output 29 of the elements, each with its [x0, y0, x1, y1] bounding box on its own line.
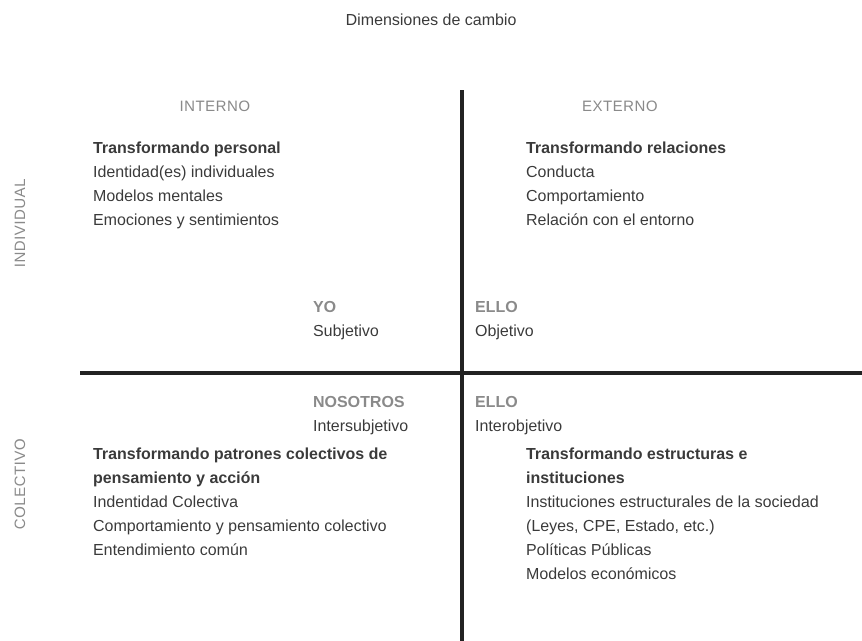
axis-label: EXTERNO — [582, 98, 658, 115]
list-item: Identidad(es) individuales — [93, 163, 274, 183]
quadrant-heading: Transformando relaciones — [526, 139, 726, 159]
quadrant-heading: Transformando patrones colectivos de pensamiento y acción — [93, 445, 388, 489]
list-item: Emociones y sentimientos — [93, 211, 279, 231]
quadrant-heading: Transformando personal — [93, 139, 281, 159]
list-item: Subjetivo — [313, 322, 379, 342]
axis-label: INTERNO — [180, 98, 250, 115]
list-item: Modelos económicos — [526, 565, 676, 585]
list-item: Entendimiento común — [93, 541, 248, 561]
list-item: Instituciones estructurales de la sociedad (Leyes, CPE, Estado, etc.) — [526, 493, 820, 537]
list-item: Comportamiento y pensamiento colectivo — [93, 517, 386, 537]
list-item: Objetivo — [475, 322, 534, 342]
quadrant-title: ELLO — [475, 298, 518, 318]
list-item: Modelos mentales — [93, 187, 223, 207]
quadrant-title: YO — [313, 298, 336, 318]
list-item: Políticas Públicas — [526, 541, 652, 561]
list-item: Conducta — [526, 163, 594, 183]
axis-label: INDIVIDUAL — [12, 178, 29, 268]
list-item: Relación con el entorno — [526, 211, 694, 231]
diagram-title: Dimensiones de cambio — [344, 12, 518, 30]
list-item: Comportamiento — [526, 187, 644, 207]
list-item: Intersubjetivo — [313, 417, 408, 437]
list-item: Interobjetivo — [475, 417, 562, 437]
quadrant-title: ELLO — [475, 393, 518, 413]
quadrant-title: NOSOTROS — [313, 393, 405, 413]
quadrant-heading: Transformando estructuras e instituciones — [526, 445, 748, 489]
list-item: Indentidad Colectiva — [93, 493, 238, 513]
axis-label: COLECTIVO — [12, 438, 29, 530]
